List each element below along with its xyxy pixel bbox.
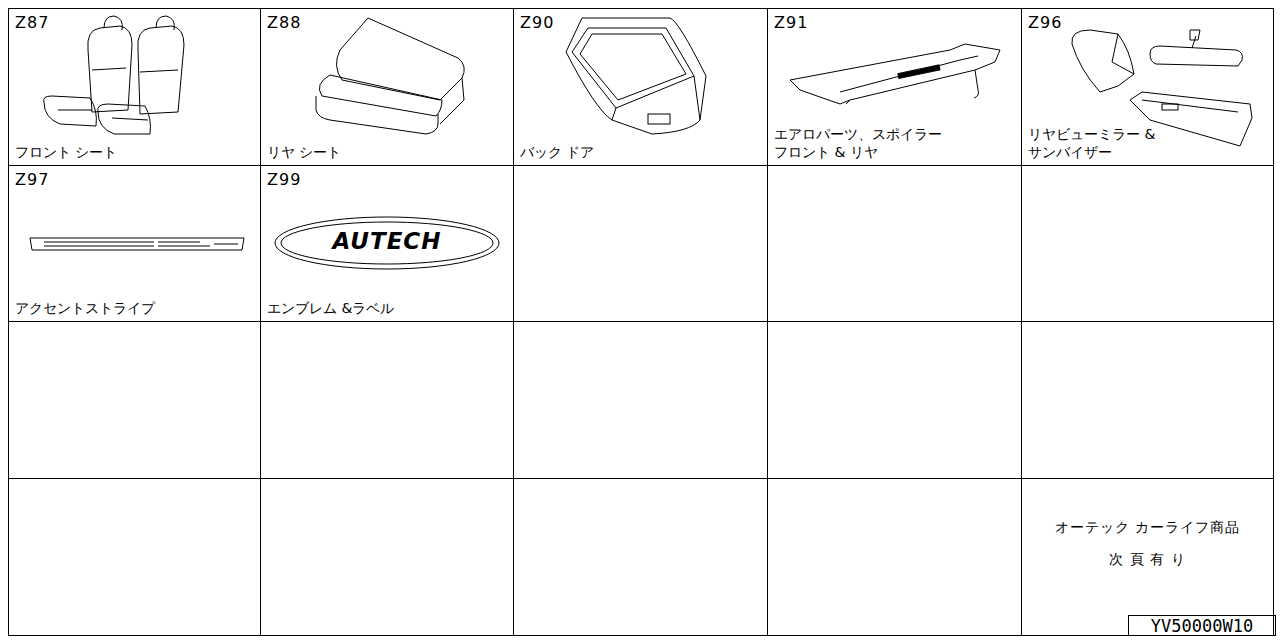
part-name: YV50000W10	[1129, 616, 1275, 636]
emblem-text: AUTECH	[261, 227, 513, 256]
part-name: エアロパーツ、スポイラー フロント & リヤ	[774, 126, 949, 161]
section-code: Z96	[1028, 13, 1062, 33]
catalog-cell: Z90 バック ドア	[514, 9, 767, 165]
spoiler-drawing	[790, 44, 1000, 104]
front-seat-drawing	[44, 16, 184, 134]
section-code: Z99	[267, 170, 301, 190]
accent-stripe-drawing	[30, 238, 244, 250]
part-name: リヤビューミラー & サンバイザー	[1028, 126, 1163, 161]
grid-lines	[8, 8, 1274, 636]
catalog-cell: オーテック カーライフ商品次 頁 有 り	[1022, 479, 1273, 635]
section-code: Z90	[520, 13, 554, 33]
catalog-cell: Z87 フロント シート	[9, 9, 260, 165]
section-code: Z97	[15, 170, 49, 190]
part-name: アクセントストライプ	[15, 300, 155, 318]
catalog-cell: Z97 アクセントストライプ	[9, 166, 260, 321]
part-name: フロント シート	[15, 144, 117, 162]
footer-box	[1129, 616, 1276, 636]
section-code: Z91	[774, 13, 808, 33]
catalog-cell: YV50000W10	[1129, 616, 1275, 635]
part-name: 次 頁 有 り	[1022, 551, 1273, 569]
rear-seat-drawing	[316, 18, 464, 134]
catalog-cell: Z91 エアロパーツ、スポイラー フロント & リヤ	[768, 9, 1021, 165]
part-name: リヤ シート	[267, 144, 341, 162]
catalog-cell: Z88 リヤ シート	[261, 9, 513, 165]
catalog-cell: Z99AUTECH エンブレム &ラベル	[261, 166, 513, 321]
part-name: オーテック カーライフ商品	[1022, 519, 1273, 537]
part-name: エンブレム &ラベル	[267, 300, 394, 318]
part-name: バック ドア	[520, 144, 594, 162]
section-code: Z87	[15, 13, 49, 33]
catalog-cell: Z96 リヤビューミラー & サンバイザー	[1022, 9, 1273, 165]
section-code: Z88	[267, 13, 301, 33]
back-door-drawing	[566, 18, 706, 134]
